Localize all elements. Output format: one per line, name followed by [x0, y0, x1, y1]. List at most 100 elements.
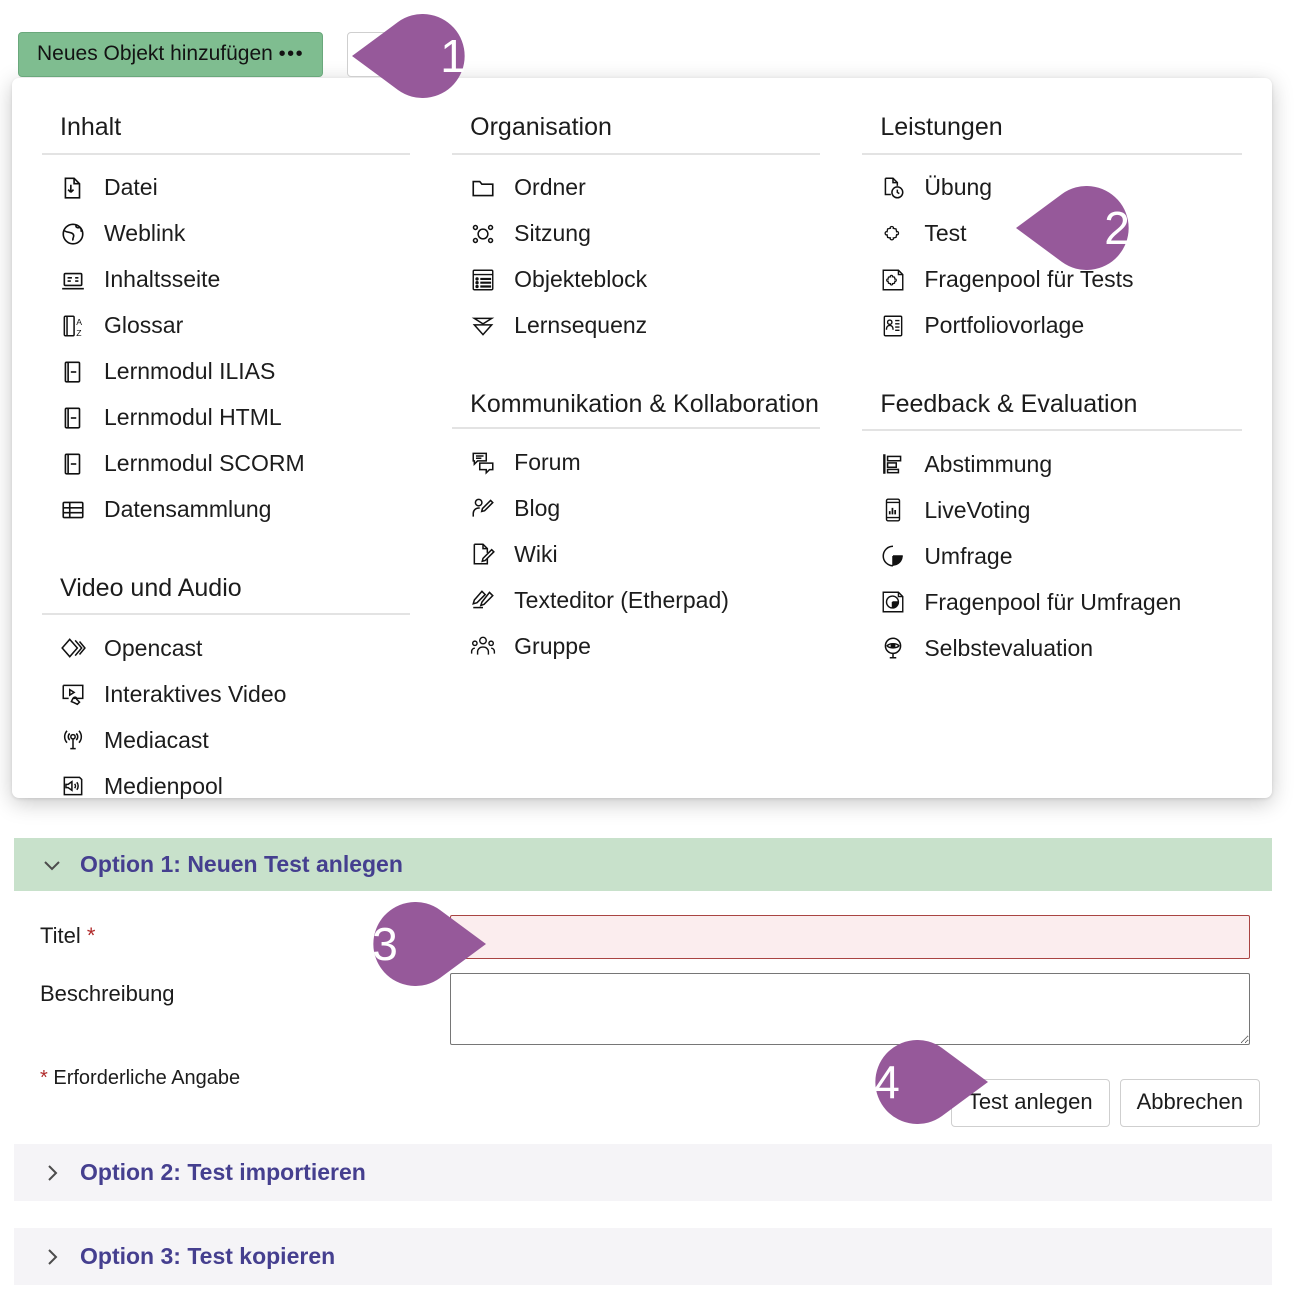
- menu-item-uebung[interactable]: Übung: [862, 165, 1242, 211]
- menu-item-label: Glossar: [104, 312, 184, 339]
- object-block-icon: [468, 265, 498, 295]
- callout-badge-4: 4: [828, 1040, 988, 1124]
- menu-item-label: Ordner: [514, 174, 586, 201]
- menu-column-leistungen: Leistungen Übung Test Fragenpool für Tes…: [862, 112, 1242, 798]
- menu-item-wiki[interactable]: Wiki: [452, 531, 820, 577]
- menu-item-texteditor-etherpad[interactable]: Texteditor (Etherpad): [452, 577, 820, 623]
- title-input[interactable]: [450, 915, 1250, 960]
- menu-item-label: Interaktives Video: [104, 680, 287, 707]
- menu-item-gruppe[interactable]: Gruppe: [452, 623, 820, 669]
- menu-item-label: Lernsequenz: [514, 312, 648, 339]
- menu-item-blog[interactable]: Blog: [452, 485, 820, 531]
- menu-item-label: Lernmodul HTML: [104, 404, 282, 431]
- menu-item-datensammlung[interactable]: Datensammlung: [42, 487, 410, 533]
- menu-list-video-audio: Opencast Interaktives Video Mediacast Me…: [42, 625, 410, 809]
- cancel-button[interactable]: Abbrechen: [1119, 1079, 1260, 1128]
- required-note-asterisk: *: [40, 1067, 48, 1090]
- menu-item-interaktives-video[interactable]: Interaktives Video: [42, 671, 410, 717]
- menu-item-selbstevaluation[interactable]: Selbstevaluation: [862, 625, 1242, 671]
- menu-item-forum[interactable]: Forum: [452, 439, 820, 485]
- menu-list-organisation: Ordner Sitzung Objekteblock Lernsequenz: [452, 165, 820, 349]
- group-title-leistungen: Leistungen: [862, 112, 1242, 155]
- menu-item-objekteblock[interactable]: Objekteblock: [452, 257, 820, 303]
- menu-item-label: Forum: [514, 448, 581, 475]
- required-note-text: Erforderliche Angabe: [53, 1067, 241, 1090]
- menu-item-lernmodul-scorm[interactable]: Lernmodul SCORM: [42, 441, 410, 487]
- exercise-clock-icon: [878, 173, 908, 203]
- option-2-header[interactable]: Option 2: Test importieren: [14, 1144, 1272, 1202]
- table-grid-icon: [58, 495, 88, 525]
- broadcast-icon: [58, 725, 88, 755]
- menu-item-label: Übung: [924, 174, 993, 201]
- learning-module-icon: [58, 357, 88, 387]
- menu-item-medienpool[interactable]: Medienpool: [42, 763, 410, 809]
- menu-item-label: Test: [924, 220, 967, 247]
- pie-pool-icon: [878, 587, 908, 617]
- add-new-object-button[interactable]: Neues Objekt hinzufügen •••: [18, 32, 324, 78]
- folder-icon: [468, 173, 498, 203]
- ellipsis-icon: •••: [278, 43, 305, 65]
- menu-item-label: Gruppe: [514, 632, 591, 659]
- session-nodes-icon: [468, 219, 498, 249]
- group-title-feedback-evaluation: Feedback & Evaluation: [862, 389, 1242, 431]
- menu-item-inhaltsseite[interactable]: Inhaltsseite: [42, 257, 410, 303]
- eye-evaluation-icon: [878, 633, 908, 663]
- speaker-icon: [58, 771, 88, 801]
- globe-icon: [58, 219, 88, 249]
- menu-item-lernmodul-ilias[interactable]: Lernmodul ILIAS: [42, 349, 410, 395]
- menu-item-test[interactable]: Test: [862, 211, 1242, 257]
- menu-item-lernmodul-html[interactable]: Lernmodul HTML: [42, 395, 410, 441]
- option-3-header[interactable]: Option 3: Test kopieren: [14, 1228, 1272, 1286]
- menu-item-abstimmung[interactable]: Abstimmung: [862, 441, 1242, 487]
- bar-vote-icon: [878, 449, 908, 479]
- menu-item-label: Medienpool: [104, 772, 223, 799]
- forum-bubbles-icon: [468, 447, 498, 477]
- form-button-row: Test anlegen Abbrechen: [950, 1079, 1260, 1128]
- group-title-organisation: Organisation: [452, 112, 821, 155]
- callout-number: 3: [372, 918, 398, 970]
- title-field-label: Titel *: [14, 915, 450, 949]
- option-2-label: Option 2: Test importieren: [80, 1159, 366, 1185]
- add-new-object-label: Neues Objekt hinzufügen: [37, 42, 273, 65]
- required-asterisk: *: [86, 923, 96, 949]
- menu-item-portfoliovorlage[interactable]: Portfoliovorlage: [862, 303, 1242, 349]
- create-test-button[interactable]: Test anlegen: [950, 1079, 1110, 1128]
- option-1-header[interactable]: Option 1: Neuen Test anlegen: [14, 838, 1272, 892]
- opencast-diamond-icon: [58, 633, 88, 663]
- group-title-kommunikation-kollaboration: Kommunikation & Kollaboration: [452, 389, 821, 429]
- menu-item-fragenpool-fuer-umfragen[interactable]: Fragenpool für Umfragen: [862, 579, 1242, 625]
- callout-badge-2: 2: [1016, 186, 1176, 270]
- menu-item-ordner[interactable]: Ordner: [452, 165, 820, 211]
- menu-item-opencast[interactable]: Opencast: [42, 625, 410, 671]
- page-pencil-icon: [468, 539, 498, 569]
- interactive-video-icon: [58, 679, 88, 709]
- menu-item-livevoting[interactable]: LiveVoting: [862, 487, 1242, 533]
- menu-item-datei[interactable]: Datei: [42, 165, 410, 211]
- menu-item-fragenpool-fuer-tests[interactable]: Fragenpool für Tests: [862, 257, 1242, 303]
- menu-item-mediacast[interactable]: Mediacast: [42, 717, 410, 763]
- callout-badge-3: 3: [326, 902, 486, 986]
- chevron-down-icon: [40, 853, 64, 877]
- menu-item-sitzung[interactable]: Sitzung: [452, 211, 820, 257]
- menu-item-label: Datei: [104, 174, 158, 201]
- menu-item-label: Wiki: [514, 540, 558, 567]
- chevron-right-icon: [40, 1245, 64, 1269]
- puzzle-pool-icon: [878, 265, 908, 295]
- required-note: * Erforderliche Angabe: [14, 1067, 1272, 1090]
- menu-item-umfrage[interactable]: Umfrage: [862, 533, 1242, 579]
- option-1-label: Option 1: Neuen Test anlegen: [80, 851, 403, 877]
- menu-item-label: Fragenpool für Umfragen: [924, 588, 1182, 615]
- description-textarea[interactable]: [450, 973, 1250, 1046]
- learning-module-icon: [58, 449, 88, 479]
- menu-item-lernsequenz[interactable]: Lernsequenz: [452, 303, 820, 349]
- menu-item-weblink[interactable]: Weblink: [42, 211, 410, 257]
- callout-number: 4: [874, 1056, 900, 1108]
- menu-list-feedback: Abstimmung LiveVoting Umfrage Fragenpool…: [862, 441, 1242, 671]
- option-2-section: Option 2: Test importieren: [14, 1144, 1272, 1202]
- menu-item-label: LiveVoting: [924, 496, 1031, 523]
